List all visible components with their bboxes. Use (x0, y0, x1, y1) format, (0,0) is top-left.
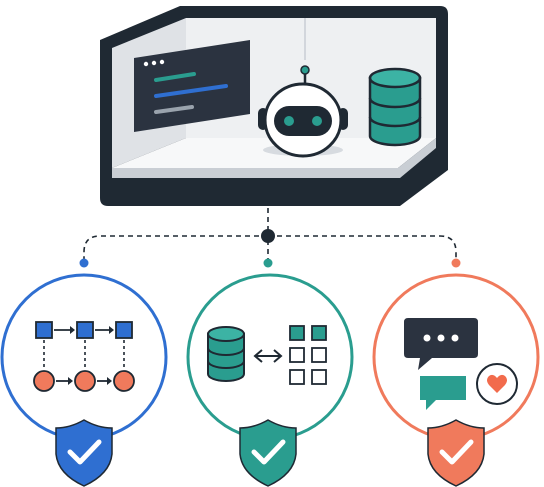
panel-support (372, 273, 540, 487)
flowchart-icon (33, 321, 135, 392)
bidirectional-arrow-icon (253, 349, 283, 363)
panel-workflow (0, 273, 168, 487)
message-icon (420, 376, 466, 410)
grid-icon (289, 325, 327, 385)
database-icon (368, 67, 422, 147)
connector-dot-blue (79, 258, 89, 268)
chat-bubble-icon (404, 318, 478, 370)
code-window-icon (134, 40, 250, 132)
panel-data-sync (186, 273, 354, 487)
isometric-room (100, 6, 448, 206)
connector-dot-teal (263, 258, 273, 268)
connector-dot-coral (451, 258, 461, 268)
connector-hub (261, 229, 275, 243)
robot-icon (258, 65, 348, 158)
connector-lines (83, 208, 457, 262)
shield-check-icon (239, 419, 297, 487)
heart-icon (476, 363, 518, 405)
shield-check-icon (55, 419, 113, 487)
room-front-lip (112, 138, 436, 178)
shield-check-icon (427, 419, 485, 487)
database-icon (207, 326, 245, 382)
